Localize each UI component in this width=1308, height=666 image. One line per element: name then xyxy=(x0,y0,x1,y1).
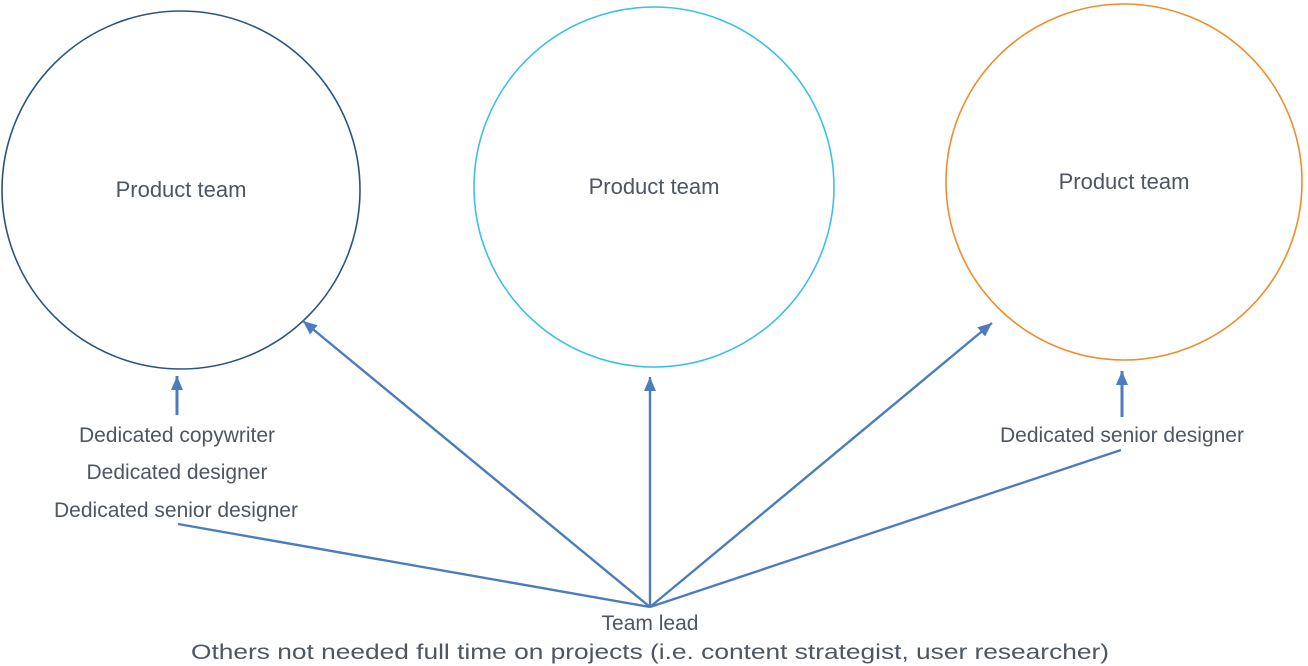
label-dedicated-senior-designer-right: Dedicated senior designer xyxy=(1000,424,1244,447)
circle-product-team-right xyxy=(945,3,1303,361)
label-product-team-middle: Product team xyxy=(589,174,720,199)
label-dedicated-designer: Dedicated designer xyxy=(87,461,268,484)
line-team-lead-to-right-role xyxy=(649,448,1122,609)
line-team-lead-to-left-roles xyxy=(177,522,651,609)
label-product-team-right: Product team xyxy=(1059,169,1190,194)
circle-product-team-middle xyxy=(473,6,835,368)
arrow-team-lead-to-left-circle xyxy=(302,320,651,608)
arrow-team-lead-to-right-circle xyxy=(649,322,993,608)
label-others-note: Others not needed full time on projects … xyxy=(191,641,1109,664)
label-team-lead: Team lead xyxy=(602,612,699,635)
circle-product-team-left xyxy=(1,10,361,370)
label-product-team-left: Product team xyxy=(116,177,247,202)
label-dedicated-copywriter: Dedicated copywriter xyxy=(79,424,275,447)
label-dedicated-senior-designer-left: Dedicated senior designer xyxy=(54,499,298,522)
